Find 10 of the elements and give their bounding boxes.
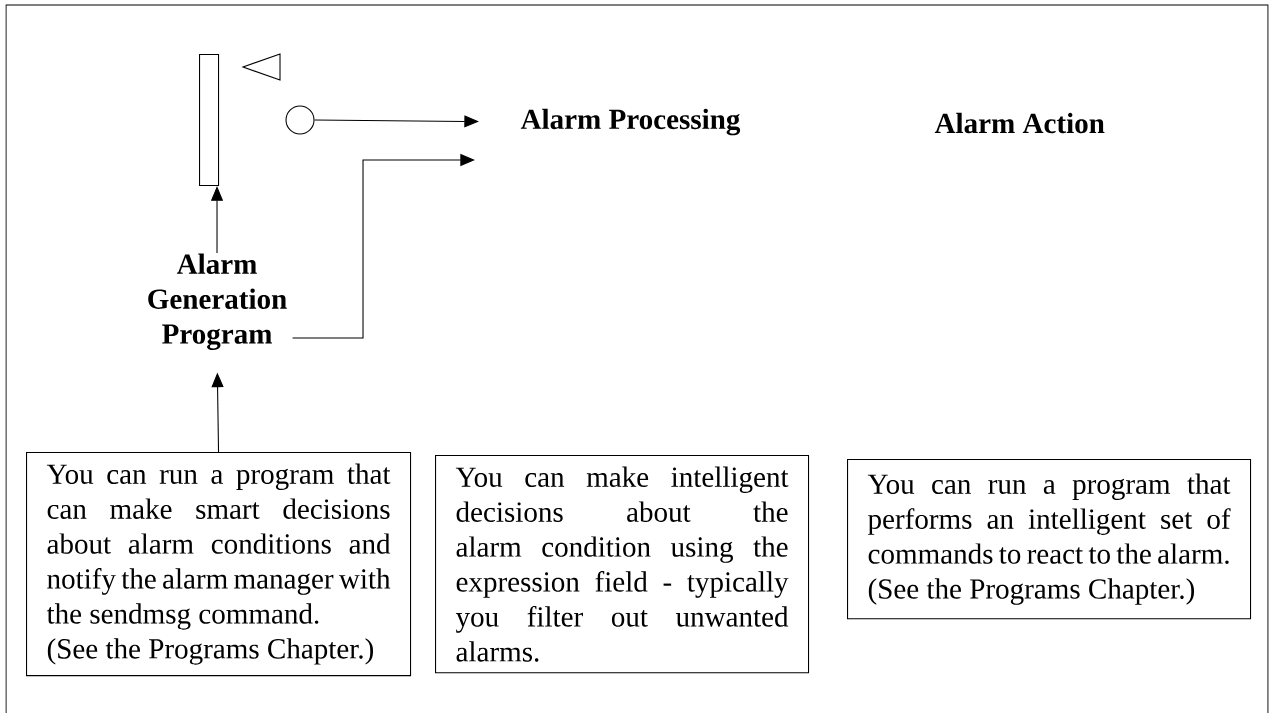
- heading-label: Alarm Generation Program: [148, 253, 287, 350]
- circle-symbol: [285, 105, 315, 135]
- arrow: [292, 153, 475, 339]
- arrow: [314, 115, 479, 128]
- heading-label: Alarm Processing: [520, 108, 741, 136]
- note-box: You can make intelligent decisions about the alarm condition using the expression field - typically you filter out unwanted alarms.: [435, 455, 810, 674]
- note-box: You can run a program that can make smart decisions about alarm conditions and notify the alarm manager with the sendmsg command. (See the Programs Chapter.): [26, 452, 412, 677]
- note-box: You can run a program that performs an intelligent set of commands to react to the alarm. (See the Programs Chapter.): [847, 459, 1252, 620]
- heading-label: Alarm Action: [934, 112, 1105, 134]
- bar-symbol: [199, 54, 220, 187]
